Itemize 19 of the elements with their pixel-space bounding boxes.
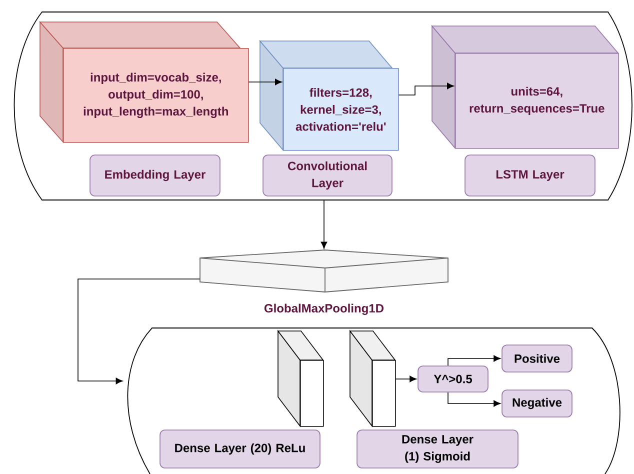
- arrow: [395, 376, 417, 382]
- arrow: [398, 82, 454, 96]
- label-box: Dense Layer (1) Sigmoid: [356, 430, 518, 468]
- arrow: [448, 392, 501, 407]
- label-box: LSTM Layer: [464, 154, 596, 196]
- caption-text: GlobalMaxPooling1D: [264, 304, 384, 315]
- container-band: [14, 12, 632, 200]
- label-box: Positive: [502, 344, 572, 372]
- label-box: Dense Layer (20) ReLu: [160, 430, 320, 468]
- label-box: Embedding Layer: [90, 154, 220, 196]
- pooling-slab: [200, 250, 448, 292]
- label-box: Negative: [502, 390, 572, 418]
- container-band: [127, 328, 620, 474]
- arrow: [248, 78, 282, 86]
- arrow: [320, 200, 328, 249]
- arrow: [78, 278, 200, 384]
- label-box: Convolutional Layer: [262, 154, 392, 196]
- arrow: [448, 355, 501, 366]
- label-box: Y^>0.5: [418, 366, 488, 392]
